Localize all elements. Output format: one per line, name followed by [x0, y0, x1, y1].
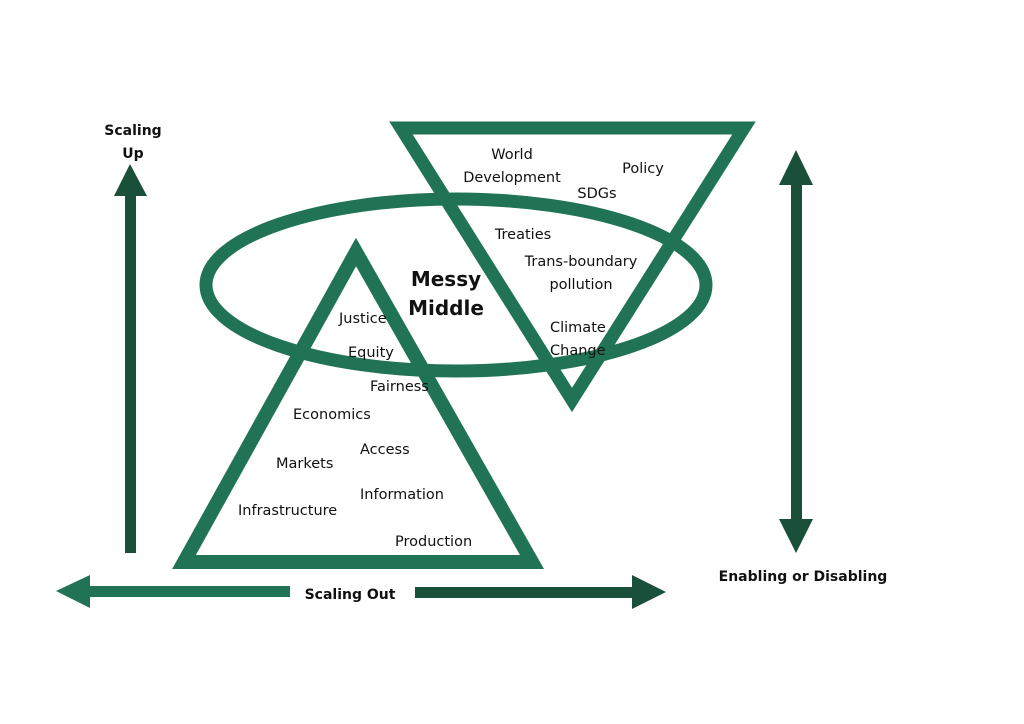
scaling-out-arrow-right — [415, 575, 666, 609]
enabling-disabling-label: Enabling or Disabling — [719, 569, 888, 585]
sdgs-label: SDGs — [577, 186, 616, 202]
scaling-up-label-line1: Scaling — [104, 123, 161, 139]
scaling-out-left-head — [56, 575, 90, 608]
markets-label: Markets — [276, 456, 333, 472]
enabling-disabling-head-top — [779, 150, 813, 185]
scaling-up-arrow-head — [114, 164, 147, 196]
infrastructure-label: Infrastructure — [238, 503, 337, 519]
messy-middle-label-line2: Middle — [408, 296, 484, 320]
world-development-label-line1: World — [491, 147, 533, 163]
economics-label: Economics — [293, 407, 371, 423]
scaling-out-left-shaft — [88, 586, 290, 597]
scaling-out-right-head — [632, 575, 666, 609]
scaling-out-label: Scaling Out — [305, 587, 396, 603]
messy-middle-ellipse — [199, 192, 713, 378]
treaties-label: Treaties — [494, 227, 551, 243]
bottom-up-triangle — [172, 237, 545, 569]
climate-change-label-line1: Climate — [550, 320, 606, 336]
policy-label: Policy — [622, 161, 664, 177]
scaling-up-label-line2: Up — [122, 146, 143, 162]
production-label: Production — [395, 534, 472, 550]
climate-change-label-line2: Change — [550, 343, 606, 359]
transboundary-label-line1: Trans-boundary — [524, 254, 638, 270]
enabling-disabling-shaft — [791, 182, 802, 522]
world-development-label-line2: Development — [463, 170, 561, 186]
information-label: Information — [360, 487, 444, 503]
scaling-up-arrow — [114, 164, 147, 553]
justice-label: Justice — [338, 311, 387, 327]
enabling-disabling-arrow — [779, 150, 813, 553]
scaling-up-arrow-shaft — [125, 194, 136, 553]
fairness-label: Fairness — [370, 379, 429, 395]
messy-middle-label-line1: Messy — [411, 267, 481, 291]
enabling-disabling-head-bottom — [779, 519, 813, 553]
transboundary-label-line2: pollution — [549, 277, 612, 293]
equity-label: Equity — [348, 345, 394, 361]
top-down-triangle — [389, 121, 756, 413]
access-label: Access — [360, 442, 410, 458]
scaling-out-right-shaft — [415, 587, 635, 598]
scaling-out-arrow-left — [56, 575, 290, 608]
